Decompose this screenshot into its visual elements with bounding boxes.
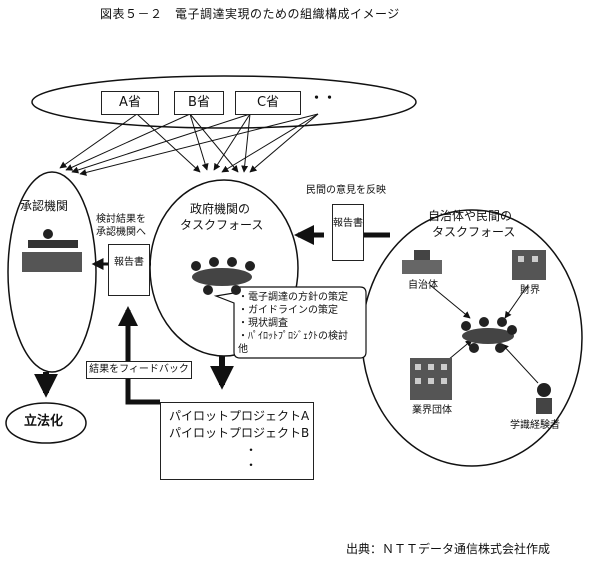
approval-org-ellipse xyxy=(7,171,97,373)
to-approval-label-1: 検討結果を xyxy=(96,214,146,225)
report-left-label: 報告書 xyxy=(114,257,144,268)
task-item: ・電子調達の方針の策定 xyxy=(238,292,348,303)
local-taskforce-label-2: タスクフォース xyxy=(432,225,516,239)
ministries-ellipse xyxy=(31,75,417,129)
report-right: 報告書 xyxy=(332,204,364,261)
report-left: 報告書 xyxy=(108,244,150,296)
approval-meeting-icon xyxy=(22,229,82,272)
local-meeting-icon xyxy=(461,317,517,353)
task-item: 他 xyxy=(238,344,248,355)
pilot-item: パイロットプロジェクトA xyxy=(169,409,310,423)
pilot-item: パイロットプロジェクトB xyxy=(169,426,310,440)
report-right-label: 報告書 xyxy=(333,218,363,229)
expert-person-icon xyxy=(536,383,552,414)
experts-label: 学識経験者 xyxy=(510,420,560,431)
to-approval-label-2: 承認機関へ xyxy=(96,227,146,238)
source-credit: 出典：ＮＴＴデータ通信株式会社作成 xyxy=(346,542,551,556)
legislation-label: 立法化 xyxy=(24,414,64,429)
gov-meeting-icon xyxy=(191,257,255,295)
ministry-a-box: A省 xyxy=(101,91,159,115)
ministry-arrows xyxy=(59,113,319,176)
approval-org-label: 承認機関 xyxy=(20,199,69,213)
business-label: 財界 xyxy=(520,285,540,296)
ministries-more: ・・ xyxy=(310,91,337,106)
opinion-label: 民間の意見を反映 xyxy=(306,185,386,196)
gov-taskforce-label-1: 政府機関の xyxy=(190,202,251,216)
task-item: ・ガイドラインの策定 xyxy=(238,305,338,316)
local-gov-label: 自治体 xyxy=(408,280,438,291)
ministry-b-box: B省 xyxy=(174,91,224,115)
pilot-projects-box: パイロットプロジェクトA パイロットプロジェクトB ・ ・ xyxy=(160,402,314,480)
task-item: ・ﾊﾟｲﾛｯﾄﾌﾟﾛｼﾞｪｸﾄの検討 xyxy=(238,331,348,342)
local-arrows xyxy=(429,284,539,384)
business-building-icon xyxy=(512,250,546,280)
pilot-item: ・ xyxy=(245,443,258,457)
local-taskforce-label-1: 自治体や民間の xyxy=(428,209,513,223)
ministry-c-box: C省 xyxy=(235,91,301,115)
industry-label: 業界団体 xyxy=(412,405,452,416)
feedback-label: 結果をフィードバック xyxy=(86,361,192,379)
gov-taskforce-label-2: タスクフォース xyxy=(180,218,264,232)
task-item: ・現状調査 xyxy=(238,318,288,329)
legislation-ellipse xyxy=(5,402,87,444)
pilot-item: ・ xyxy=(245,458,258,472)
local-gov-building-icon xyxy=(402,250,442,274)
industry-building-icon xyxy=(410,358,452,400)
figure-title: 図表５－２ 電子調達実現のための組織構成イメージ xyxy=(100,7,400,21)
